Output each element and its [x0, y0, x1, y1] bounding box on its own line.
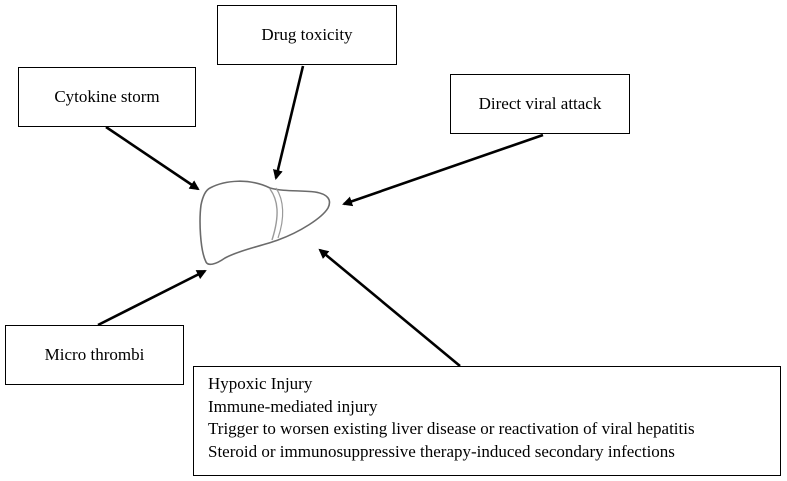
- cytokine-storm-box: Cytokine storm: [18, 67, 196, 127]
- direct-viral-attack-box: Direct viral attack: [450, 74, 630, 134]
- list-item-hypoxic-injury: Hypoxic Injury: [208, 374, 313, 393]
- arrow-thrombi-to-liver: [97, 269, 207, 327]
- arrow-drug-to-liver: [273, 65, 305, 180]
- other-mechanisms-box: Hypoxic Injury Immune-mediated injury Tr…: [193, 366, 781, 476]
- list-item-secondary-infections: Steroid or immunosuppressive therapy-ind…: [208, 441, 675, 461]
- micro-thrombi-box: Micro thrombi: [5, 325, 184, 385]
- list-item-immune-mediated-injury: Immune-mediated injury: [208, 396, 378, 416]
- drug-toxicity-box: Drug toxicity: [217, 5, 397, 65]
- micro-thrombi-label: Micro thrombi: [44, 345, 145, 364]
- list-item-trigger-existing-disease: Trigger to worsen existing liver disease…: [208, 419, 695, 438]
- cytokine-storm-label: Cytokine storm: [54, 87, 160, 106]
- arrow-viral-to-liver: [342, 133, 544, 207]
- arrow-cytokine-to-liver: [105, 125, 200, 191]
- liver-icon: [199, 180, 331, 266]
- arrow-list-to-liver: [318, 248, 461, 368]
- drug-toxicity-label: Drug toxicity: [261, 25, 353, 44]
- direct-viral-attack-label: Direct viral attack: [478, 94, 602, 113]
